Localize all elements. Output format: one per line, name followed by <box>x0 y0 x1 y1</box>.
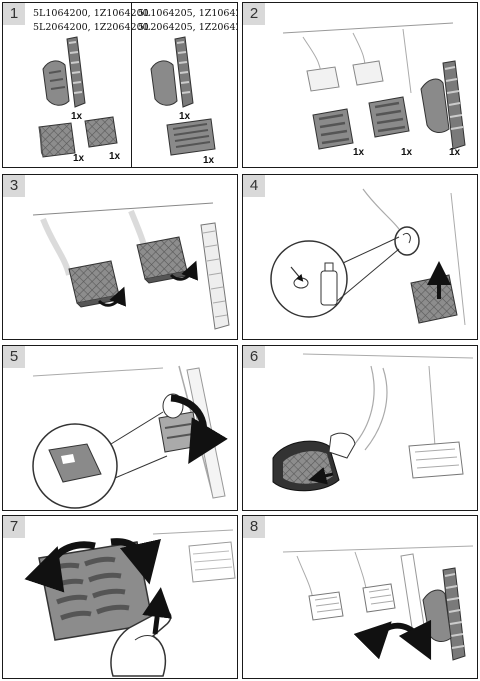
codes-right: 5L1064205, 1Z1064205 5L2064205, 1Z206420… <box>138 7 237 35</box>
step-2-illustration <box>282 22 466 150</box>
rotate-arrow-icon <box>169 260 199 281</box>
step-8-illustration <box>282 545 474 661</box>
step-number-3: 3 <box>3 175 25 197</box>
brake-pedal-icon <box>408 441 464 479</box>
step-number-4: 4 <box>243 175 265 197</box>
step-4-panel: 4 <box>242 174 478 340</box>
step-number-6: 6 <box>243 346 265 368</box>
qty-label: 1x <box>109 151 121 162</box>
brake-pad-icon <box>368 96 410 138</box>
accelerator-pedal-icon <box>200 222 230 330</box>
step-number-1: 1 <box>3 3 25 25</box>
step-number-5: 5 <box>3 346 25 368</box>
step-number-8: 8 <box>243 516 265 538</box>
qty-label: 1x <box>179 111 191 122</box>
step-number-2: 2 <box>243 3 265 25</box>
step-1-illustration <box>38 36 216 158</box>
qty-label: 1x <box>73 153 85 164</box>
clutch-pedal-icon <box>68 260 125 308</box>
accelerator-pedal-icon <box>150 36 194 108</box>
tool-bottle-icon <box>320 262 338 306</box>
accelerator-pedal-icon <box>422 567 466 661</box>
accelerator-pedal-icon <box>420 60 466 150</box>
accelerator-pedal-icon <box>42 36 86 108</box>
release-clip-icon <box>394 226 420 256</box>
code-line: 5L2064200, 1Z2064200 <box>33 22 149 33</box>
push-arrow-icon <box>142 587 173 635</box>
step-1-divider <box>131 3 132 167</box>
brake-pad-icon <box>362 583 396 613</box>
code-line: 5L1064205, 1Z1064205 <box>138 8 237 19</box>
codes-left: 5L1064200, 1Z1064200 5L2064200, 1Z206420… <box>33 7 149 35</box>
step-3-panel: 3 <box>2 174 238 340</box>
pedal-pad-icon <box>166 118 216 156</box>
step-number-7: 7 <box>3 516 25 538</box>
step-2-panel: 2 1x 1x 1x <box>242 2 478 168</box>
qty-label: 1x <box>353 147 365 158</box>
step-5-panel: 5 <box>2 345 238 511</box>
clutch-pad-icon <box>308 591 344 621</box>
code-line: 5L2064205, 1Z2064205 <box>138 22 237 33</box>
rotate-arrow-icon <box>353 619 432 661</box>
pedal-pad-icon <box>38 122 76 158</box>
brake-pedal-icon <box>136 236 193 284</box>
step-6-illustration <box>272 353 474 492</box>
qty-label: 1x <box>203 155 215 166</box>
step-6-panel: 6 <box>242 345 478 511</box>
rotate-arrow-icon <box>170 394 228 465</box>
step-1-panel: 1 5L1064200, 1Z1064200 5L2064200, 1Z2064… <box>2 2 238 168</box>
clutch-pad-icon <box>312 108 354 150</box>
step-7-illustration <box>24 529 236 677</box>
rotate-arrow-icon <box>24 541 96 593</box>
step-8-panel: 8 <box>242 515 478 679</box>
clip-part-icon <box>48 443 102 483</box>
code-line: 5L1064200, 1Z1064200 <box>33 8 149 19</box>
step-5-illustration <box>32 365 228 509</box>
step-3-illustration <box>32 202 230 330</box>
push-arrow-icon <box>308 467 334 485</box>
qty-label: 1x <box>71 111 83 122</box>
step-7-panel: 7 <box>2 515 238 679</box>
step-4-illustration <box>270 188 466 326</box>
rotate-arrow-icon <box>97 286 127 307</box>
pedal-pad-icon <box>84 116 118 148</box>
pedal-pad-icon <box>410 274 458 324</box>
rotate-arrow-icon <box>110 538 161 585</box>
qty-label: 1x <box>401 147 413 158</box>
qty-label: 1x <box>449 147 461 158</box>
